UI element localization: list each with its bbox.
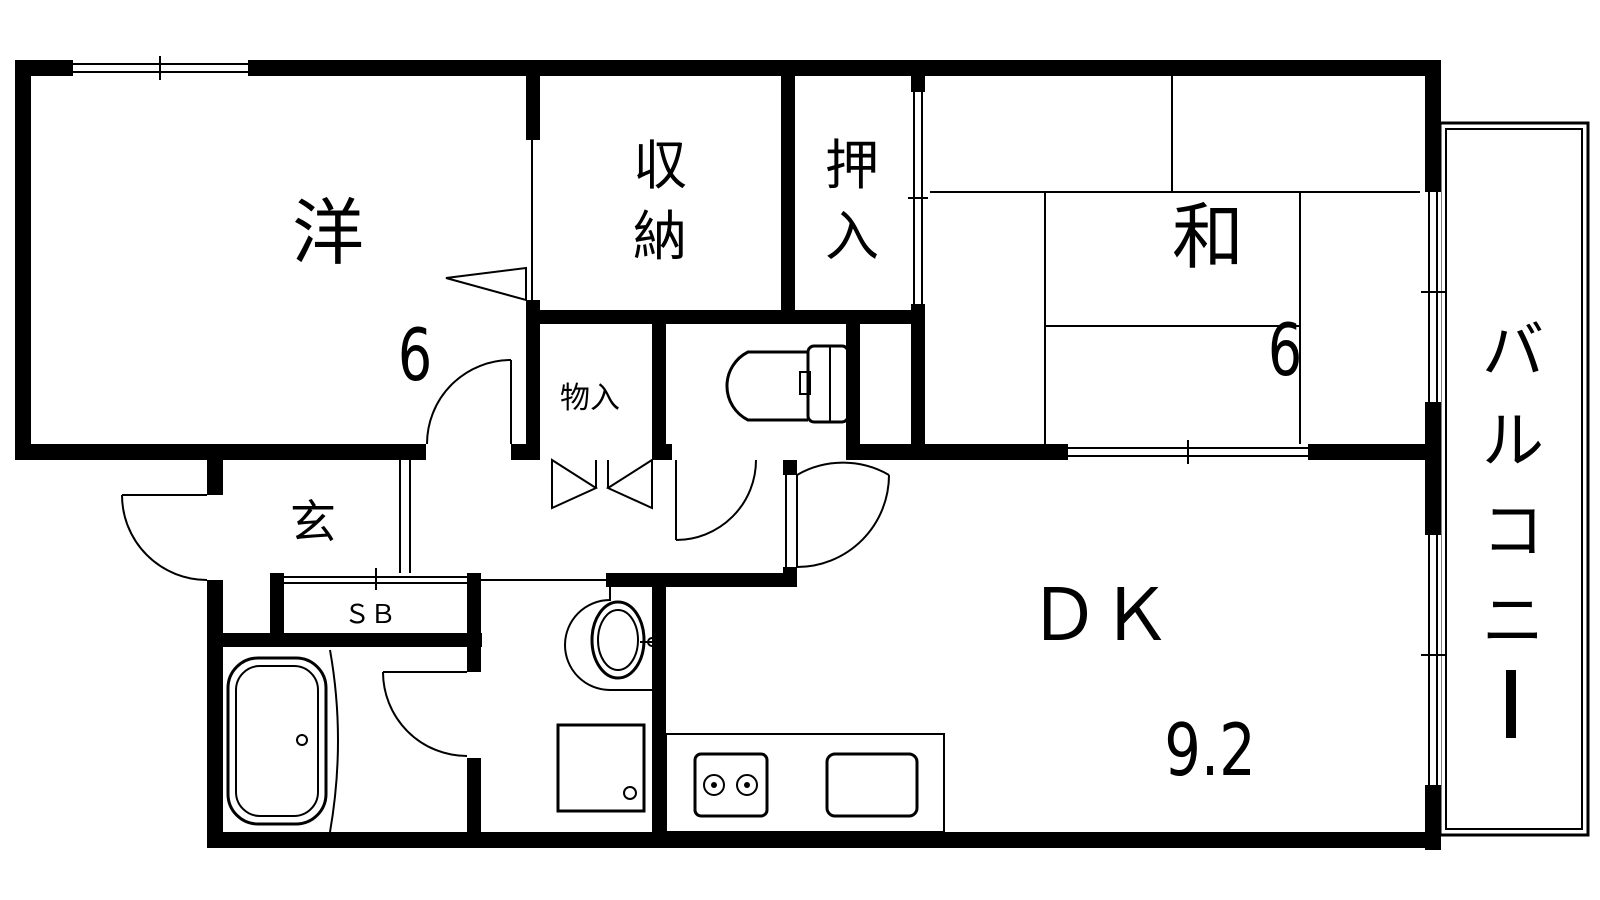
- tatami-lines: [930, 72, 1420, 445]
- dining-kitchen-size: 9.2: [1164, 709, 1256, 793]
- closet-label-line1: 押: [825, 134, 879, 197]
- balcony-label-char: コ: [1482, 494, 1544, 567]
- japanese-room-size: 6: [1268, 309, 1302, 393]
- shoe-box-label: ＳＢ: [344, 600, 396, 630]
- washbasin: [564, 587, 657, 691]
- washing-machine-space: [556, 723, 646, 813]
- kitchen-counter: [665, 733, 945, 833]
- japanese-room-label: 和: [1172, 195, 1244, 279]
- balcony-label-char: ル: [1482, 404, 1544, 477]
- entrance-label: 玄: [290, 495, 336, 549]
- balcony-label-char: バ: [1482, 314, 1544, 387]
- balcony-label: バ ル コ ニ: [1482, 314, 1544, 738]
- balcony-label-char: ニ: [1482, 584, 1544, 657]
- western-room-size: 6: [398, 314, 432, 398]
- storeroom-label: 物入: [560, 381, 620, 416]
- storage-label-line1: 収: [633, 134, 687, 197]
- western-room-label: 洋: [292, 191, 364, 275]
- storage-label-line2: 納: [633, 205, 687, 268]
- toilet-fixture: [725, 344, 850, 424]
- bathtub: [226, 649, 339, 833]
- balcony-label-long-vowel: [1506, 670, 1516, 738]
- doors: [121, 140, 890, 758]
- dining-kitchen-label: ＤＫ: [1028, 573, 1172, 657]
- closet-label-line2: 入: [825, 205, 879, 268]
- windows: [73, 56, 1445, 785]
